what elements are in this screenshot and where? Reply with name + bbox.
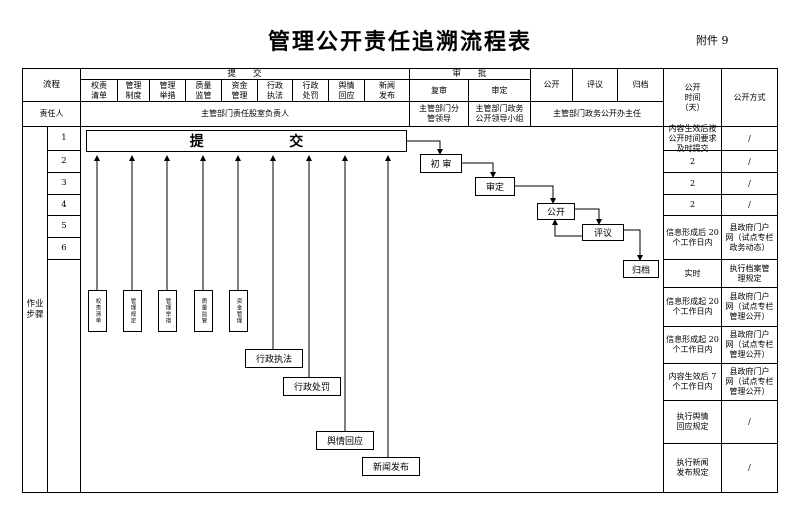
step-number: 5 — [61, 221, 67, 231]
header-evaluate: 评议 — [587, 80, 603, 89]
right-method-cell: 县政府门户 网（试点专栏 管理公开） — [725, 292, 774, 321]
responsible-label: 责任人 — [39, 109, 64, 118]
flow-submit-char: 交 — [289, 134, 304, 150]
flow-law-enforcement: 行政执法 — [245, 349, 303, 368]
flow-publish: 公开 — [537, 203, 575, 220]
flow-box-management-rules: 管理规定 — [123, 290, 142, 332]
header-col-4: 质量 监管 — [195, 80, 212, 100]
header-flow: 流程 — [42, 79, 60, 90]
right-method-cell: 县政府门户 网（试点专栏 政务动态） — [725, 222, 774, 252]
right-time-cell: 实时 — [684, 268, 701, 278]
header-review2: 审定 — [491, 85, 508, 95]
right-method-cell: / — [748, 200, 751, 209]
step-number: 2 — [61, 156, 67, 166]
flow-box-fund-management: 资金管理 — [229, 290, 248, 332]
responsible-review1: 主管部门分 管领导 — [419, 104, 459, 123]
right-method-cell: / — [748, 463, 751, 472]
step-number: 3 — [61, 178, 67, 188]
right-time-cell: 信息形成起 20 个工作日内 — [666, 335, 719, 354]
right-time-cell: 2 — [689, 200, 696, 209]
flow-box-quality-supervision: 质量监管 — [194, 290, 213, 332]
right-method-cell: 执行档案管 理规定 — [729, 263, 770, 283]
header-public-method: 公开方式 — [733, 92, 766, 102]
header-col-5: 资金 管理 — [231, 80, 248, 100]
right-time-cell: 信息形成起 20 个工作日内 — [666, 297, 719, 316]
header-publish: 公开 — [543, 80, 560, 89]
header-review1: 复审 — [431, 85, 447, 95]
flow-box-power-list: 权责清单 — [88, 290, 107, 332]
step-number: 1 — [61, 133, 67, 143]
annex-label: 附件 9 — [696, 34, 729, 47]
right-time-cell: 信息形成后 20 个工作日内 — [666, 227, 719, 247]
header-col-1: 权责 清单 — [91, 80, 107, 100]
right-time-cell: 内容生效后 7 个工作日内 — [668, 372, 717, 391]
right-time-cell: 执行新闻 发布规定 — [676, 458, 709, 477]
header-col-3: 管理 举措 — [159, 80, 176, 100]
right-method-cell: 县政府门户 网（试点专栏 管理公开） — [725, 330, 774, 359]
responsible-review2: 主管部门政务 公开领导小组 — [475, 104, 524, 123]
flow-penalty: 行政处罚 — [283, 377, 341, 396]
flow-box-management-measures: 管理举措 — [158, 290, 177, 332]
right-method-cell: / — [748, 156, 751, 166]
page-title: 管理公开责任追溯流程表 — [267, 30, 532, 55]
flow-evaluate: 评议 — [582, 224, 624, 241]
right-time-cell: 2 — [689, 178, 696, 188]
steps-label: 作业 步骤 — [26, 298, 44, 320]
flow-initial-review: 初 审 — [420, 154, 462, 173]
right-method-cell: 县政府门户 网（试点专栏 管理公开） — [725, 367, 774, 396]
header-col-7: 行政 处罚 — [302, 80, 319, 100]
right-method-cell: / — [748, 133, 751, 143]
right-time-cell: 2 — [689, 156, 696, 166]
header-col-8: 舆情 回应 — [338, 80, 355, 100]
right-method-cell: / — [748, 178, 751, 188]
step-number: 6 — [61, 243, 67, 253]
flow-archive: 归档 — [623, 260, 659, 278]
flow-submit-box: 提 交 — [86, 130, 407, 152]
header-col-6: 行政 执法 — [267, 80, 283, 100]
header-submit-group: 提 交 — [227, 68, 262, 79]
header-col-2: 管理 制度 — [125, 80, 142, 100]
flow-submit-char: 提 — [189, 134, 204, 150]
flow-connectors — [94, 140, 643, 457]
header-public-time: 公开 时间 （天） — [680, 82, 705, 112]
flow-opinion-response: 舆情回应 — [316, 431, 374, 450]
header-approve-group: 审 批 — [452, 68, 487, 79]
right-time-cell: 执行舆情 回应规定 — [676, 412, 709, 431]
right-method-cell: / — [748, 417, 751, 426]
responsible-public: 主管部门政务公开办主任 — [553, 109, 641, 118]
header-col-9: 新闻 发布 — [379, 80, 395, 100]
flow-news-release: 新闻发布 — [362, 457, 420, 476]
responsible-submit: 主管部门责任股室负责人 — [201, 109, 289, 118]
step-number: 4 — [61, 199, 67, 210]
flow-review: 审定 — [475, 177, 515, 196]
right-time-cell: 内容生效后按 公开时间要求 及时提交 — [668, 123, 717, 153]
header-archive: 归档 — [632, 80, 649, 89]
